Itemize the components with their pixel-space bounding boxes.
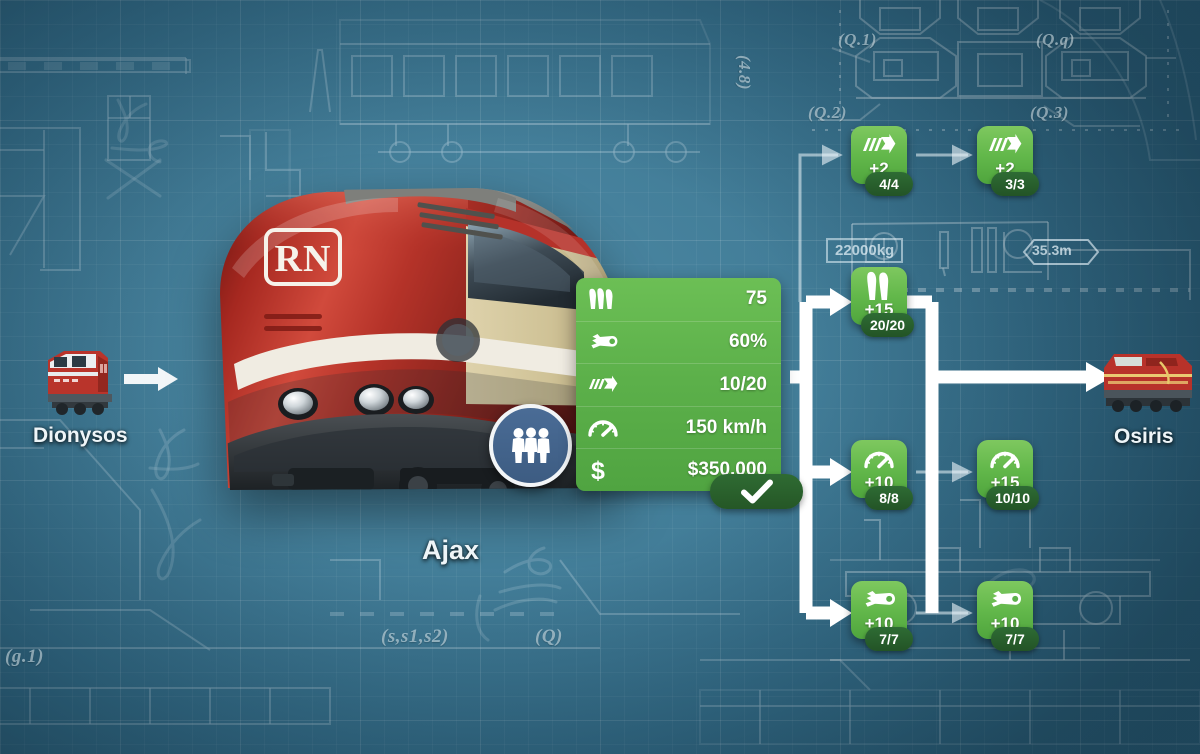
speedometer-icon [863, 445, 895, 473]
passengers-icon [862, 271, 896, 300]
upgrade-badge-accel-2: 3/3 [991, 172, 1039, 196]
origin-station-label: Dionysos [33, 424, 128, 447]
passengers-icon [511, 427, 550, 463]
speedometer-icon [989, 445, 1021, 473]
upgrade-badge-accel-1: 4/4 [865, 172, 913, 196]
blueprint-annotation-length-frame [1022, 239, 1100, 265]
blueprint-annotation-weight: 22000kg [826, 238, 904, 263]
locomotive-logo: RN [264, 228, 342, 286]
selected-locomotive-art: RN [220, 188, 620, 490]
selected-train-label: Ajax [422, 535, 480, 565]
destination-locomotive-icon [1104, 354, 1192, 412]
dollar-icon: $ [588, 456, 622, 484]
confirm-button[interactable] [710, 474, 803, 509]
upgrade-badge-wrench-2: 7/7 [991, 627, 1039, 651]
blueprint-annotation-ss1s2: (s,s1,s2) [381, 626, 449, 647]
svg-text:$: $ [591, 457, 605, 484]
stat-row-condition: 60% [576, 320, 781, 364]
blueprint-annotation-q2: (Q.2) [808, 103, 847, 122]
upgrade-badge-speed-1: 8/8 [865, 486, 913, 510]
blueprint-annotation-g1: (g.1) [5, 646, 44, 667]
stat-row-passengers: 75 [576, 278, 781, 321]
stat-row-speed: 150 km/h [576, 405, 781, 449]
train-stats-panel: 75 60% 10/20 [576, 278, 781, 491]
origin-locomotive-icon [48, 351, 112, 415]
blueprint-annotation-qq: (Q.q) [1036, 30, 1075, 49]
upgrade-badge-speed-2: 10/10 [986, 486, 1040, 510]
blueprint-annotation-q3: (Q.3) [1030, 103, 1069, 122]
svg-text:RN: RN [275, 238, 332, 280]
stat-value-condition: 60% [728, 331, 767, 353]
acceleration-icon [988, 131, 1022, 159]
blueprint-annotation-length: 35.3m [1032, 242, 1072, 258]
acceleration-icon [862, 131, 896, 159]
destination-station-label: Osiris [1114, 425, 1174, 448]
stat-row-acceleration: 10/20 [576, 363, 781, 406]
checkmark-icon [740, 479, 773, 503]
passenger-type-badge[interactable] [489, 404, 572, 487]
origin-arrow-icon [124, 367, 178, 391]
blueprint-annotation-q1: (Q.1) [838, 30, 877, 49]
blueprint-annotation-q: (Q) [535, 626, 563, 647]
wrench-icon [588, 331, 622, 353]
upgrade-badge-wrench-1: 7/7 [865, 627, 913, 651]
passengers-icon [588, 287, 622, 311]
wrench-icon [862, 586, 896, 614]
wrench-icon [988, 586, 1022, 614]
acceleration-icon [588, 375, 622, 395]
stat-value-passengers: 75 [745, 288, 767, 310]
upgrade-badge-passengers-1: 20/20 [861, 313, 915, 337]
stat-value-speed: 150 km/h [685, 416, 767, 438]
stat-value-acceleration: 10/20 [719, 373, 767, 395]
speedometer-icon [588, 418, 622, 438]
